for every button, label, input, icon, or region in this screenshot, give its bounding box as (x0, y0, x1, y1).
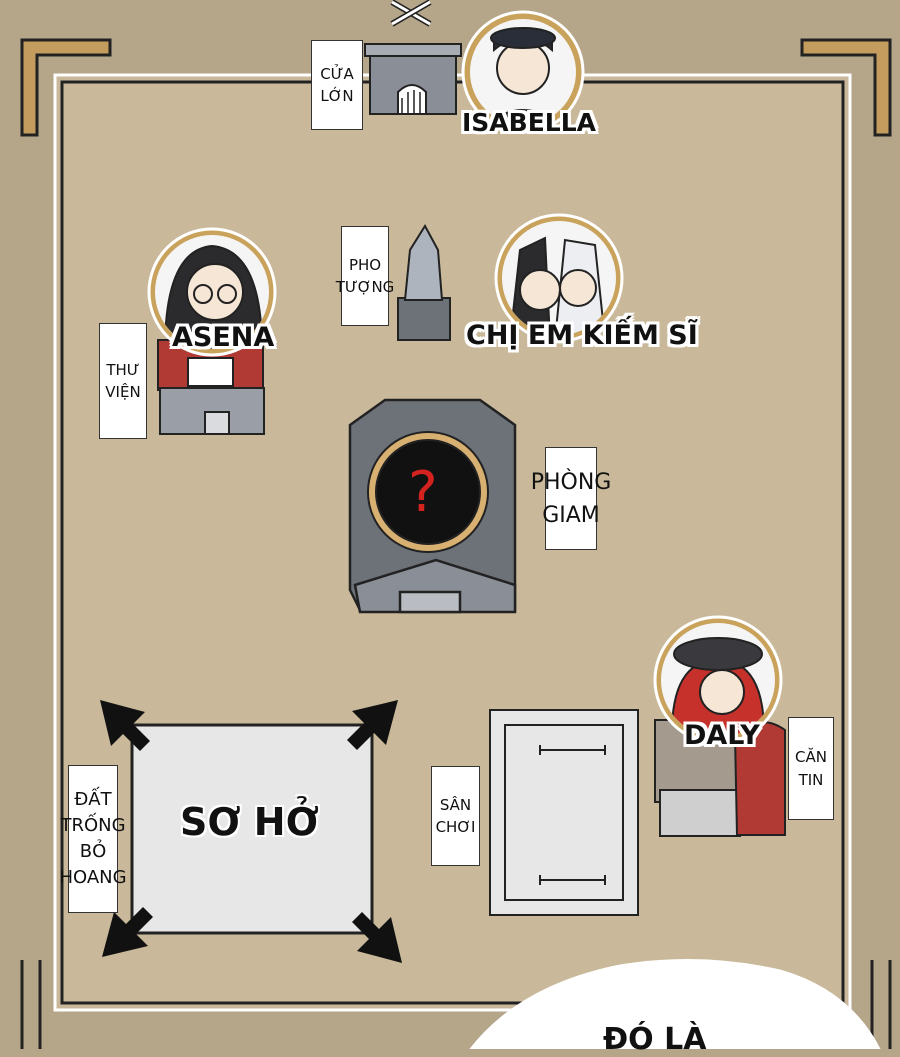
prison-sign: PHÒNG GIAM (531, 447, 611, 550)
statue-building (397, 224, 451, 341)
crossed-bones-icon (390, 0, 432, 27)
speech-bubble-text: ĐÓ LÀ (603, 1022, 707, 1057)
weak-spot-area (130, 723, 374, 935)
daly-name: DALY (684, 720, 760, 751)
weak-spot-label: SƠ HỞ (180, 800, 319, 844)
isabella-name: ISABELLA (462, 108, 596, 137)
speech-bubble (469, 959, 881, 1049)
asena-portrait (147, 227, 277, 357)
great-gate-building (364, 43, 462, 115)
statue-sign: PHO TƯỢNG (336, 226, 394, 326)
great-gate-sign: CỬA LỚN (311, 40, 363, 130)
wasteland-sign: ĐẤT TRỐNG BỎ HOANG (59, 765, 127, 913)
daly-portrait (653, 615, 783, 745)
corner-arrow-icon (100, 700, 402, 963)
asena-name: ASENA (172, 322, 275, 353)
sword-sisters-name: CHỊ EM KIẾM SĨ (466, 320, 698, 351)
library-sign: THƯ VIỆN (99, 323, 147, 439)
isabella-portrait (461, 10, 585, 134)
playground-area (489, 709, 639, 916)
prison-marker (375, 439, 481, 545)
unknown-prisoner-marker: ? (408, 460, 438, 525)
playground-sign: SÂN CHƠI (431, 766, 480, 866)
library-building (157, 339, 265, 435)
canteen-sign: CĂN TIN (788, 717, 834, 820)
sword-sisters-portrait (494, 213, 624, 343)
